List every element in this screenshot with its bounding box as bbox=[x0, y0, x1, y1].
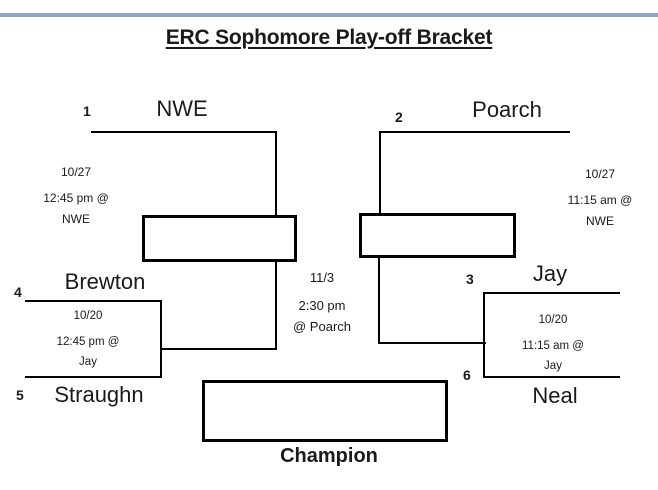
game-date: 10/27 bbox=[584, 167, 616, 181]
top-accent-border bbox=[0, 13, 658, 17]
team-brewton: Brewton bbox=[64, 269, 146, 294]
seed-6: 6 bbox=[463, 367, 471, 383]
semifinal-left-winner-box bbox=[142, 215, 297, 262]
game-info-round1-left: 10/20 12:45 pm @ Jay bbox=[32, 310, 144, 369]
semifinal-right-advance-line bbox=[378, 258, 380, 344]
game-date: 11/3 bbox=[309, 270, 335, 285]
game-time: 11:15 am @ bbox=[522, 339, 584, 352]
round1-left-join-line bbox=[160, 300, 162, 378]
game-date: 10/20 bbox=[538, 314, 568, 326]
champion-label: Champion bbox=[280, 445, 378, 467]
team-poarch: Poarch bbox=[472, 97, 542, 122]
poarch-drop-line bbox=[379, 131, 381, 215]
poarch-baseline bbox=[380, 131, 570, 133]
game-info-semifinal-right: 10/27 11:15 am @ NWE bbox=[544, 167, 656, 228]
game-venue: NWE bbox=[62, 211, 90, 226]
game-date: 10/20 bbox=[73, 310, 103, 322]
game-info-final: 11/3 2:30 pm @ Poarch bbox=[266, 270, 378, 335]
game-time: 12:45 pm @ bbox=[43, 191, 109, 206]
semifinal-right-winner-box bbox=[359, 213, 516, 258]
brewton-baseline bbox=[25, 300, 162, 302]
champion-box bbox=[202, 380, 448, 442]
seed-1: 1 bbox=[83, 103, 91, 119]
game-date: 10/27 bbox=[60, 165, 92, 179]
game-time: 12:45 pm @ bbox=[56, 335, 120, 348]
team-neal: Neal bbox=[532, 383, 578, 408]
round1-right-winner-connector bbox=[378, 342, 486, 344]
nwe-drop-line bbox=[275, 131, 277, 217]
semifinal-left-advance-line bbox=[275, 262, 277, 350]
seed-4: 4 bbox=[14, 284, 22, 300]
round1-right-join-line bbox=[483, 292, 485, 378]
neal-baseline bbox=[485, 376, 620, 378]
round1-left-winner-connector bbox=[160, 348, 277, 350]
game-time: 2:30 pm bbox=[298, 297, 346, 313]
game-venue: NWE bbox=[586, 213, 614, 228]
game-info-round1-right: 10/20 11:15 am @ Jay bbox=[497, 314, 609, 373]
seed-5: 5 bbox=[16, 387, 24, 403]
straughn-baseline bbox=[25, 376, 162, 378]
nwe-baseline bbox=[91, 131, 277, 133]
game-venue: @ Poarch bbox=[293, 319, 351, 335]
game-info-semifinal-left: 10/27 12:45 pm @ NWE bbox=[20, 165, 132, 226]
game-time: 11:15 am @ bbox=[567, 193, 633, 208]
team-nwe: NWE bbox=[156, 96, 208, 121]
seed-2: 2 bbox=[395, 109, 403, 125]
jay-baseline bbox=[485, 292, 620, 294]
team-straughn: Straughn bbox=[54, 382, 144, 407]
team-jay: Jay bbox=[532, 261, 568, 286]
game-venue: Jay bbox=[79, 355, 97, 368]
game-venue: Jay bbox=[544, 359, 562, 372]
seed-3: 3 bbox=[466, 271, 474, 287]
page-title: ERC Sophomore Play-off Bracket bbox=[165, 26, 493, 49]
